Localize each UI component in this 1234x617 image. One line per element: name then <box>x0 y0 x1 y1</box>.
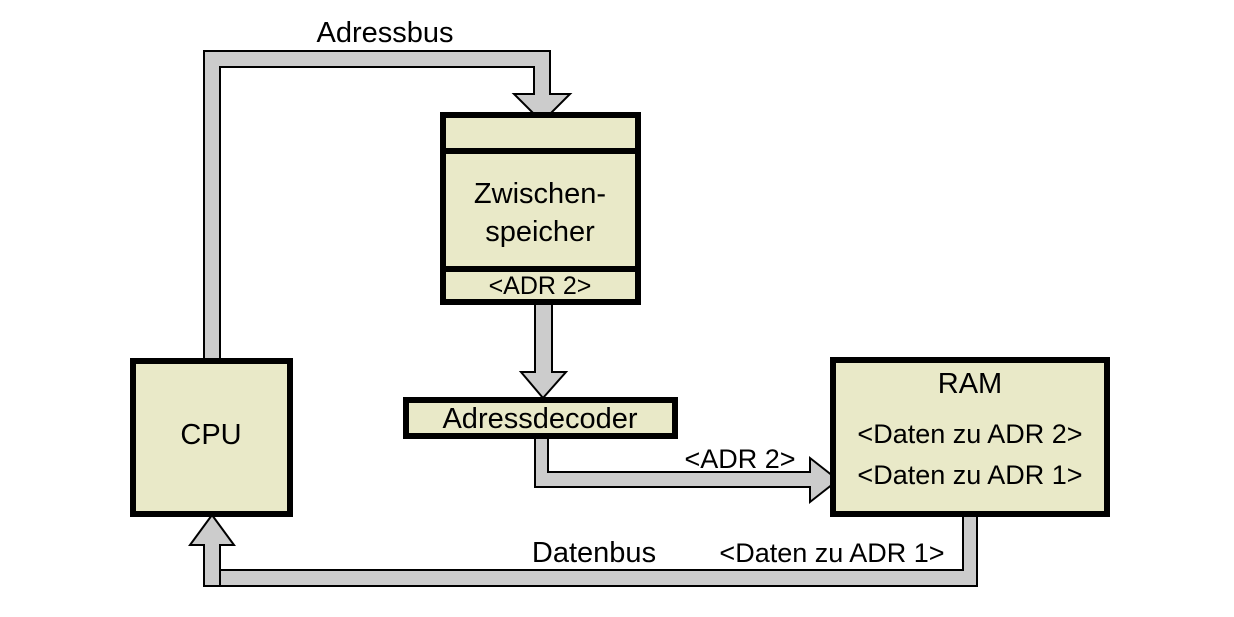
adressdecoder-label: Adressdecoder <box>442 403 637 435</box>
ram-row-2: <Daten zu ADR 1> <box>857 460 1082 490</box>
ram-row-1: <Daten zu ADR 2> <box>857 419 1082 449</box>
adressbus-label: Adressbus <box>316 17 453 49</box>
zwischenspeicher-label-line2: speicher <box>485 216 595 248</box>
datenbus-arrow-head <box>188 513 236 587</box>
cpu-box[interactable] <box>130 358 293 517</box>
ram-title: RAM <box>938 368 1002 400</box>
datenbus-label: Datenbus <box>532 537 656 569</box>
adr2-to-ram-arrow <box>534 436 840 505</box>
ram-box[interactable] <box>830 357 1110 517</box>
zwischenspeicher-slot-bottom-value: <ADR 2> <box>489 272 592 300</box>
adressbus-arrow <box>203 50 573 360</box>
daten-zu-adr1-label: <Daten zu ADR 1> <box>719 538 944 568</box>
cpu-label: CPU <box>180 419 241 451</box>
zwischenspeicher-label-line1: Zwischen- <box>474 178 606 210</box>
zwischenspeicher-to-decoder-arrow <box>518 302 569 400</box>
adressdecoder-box[interactable] <box>403 397 678 439</box>
adr2-transfer-label: <ADR 2> <box>684 444 795 474</box>
